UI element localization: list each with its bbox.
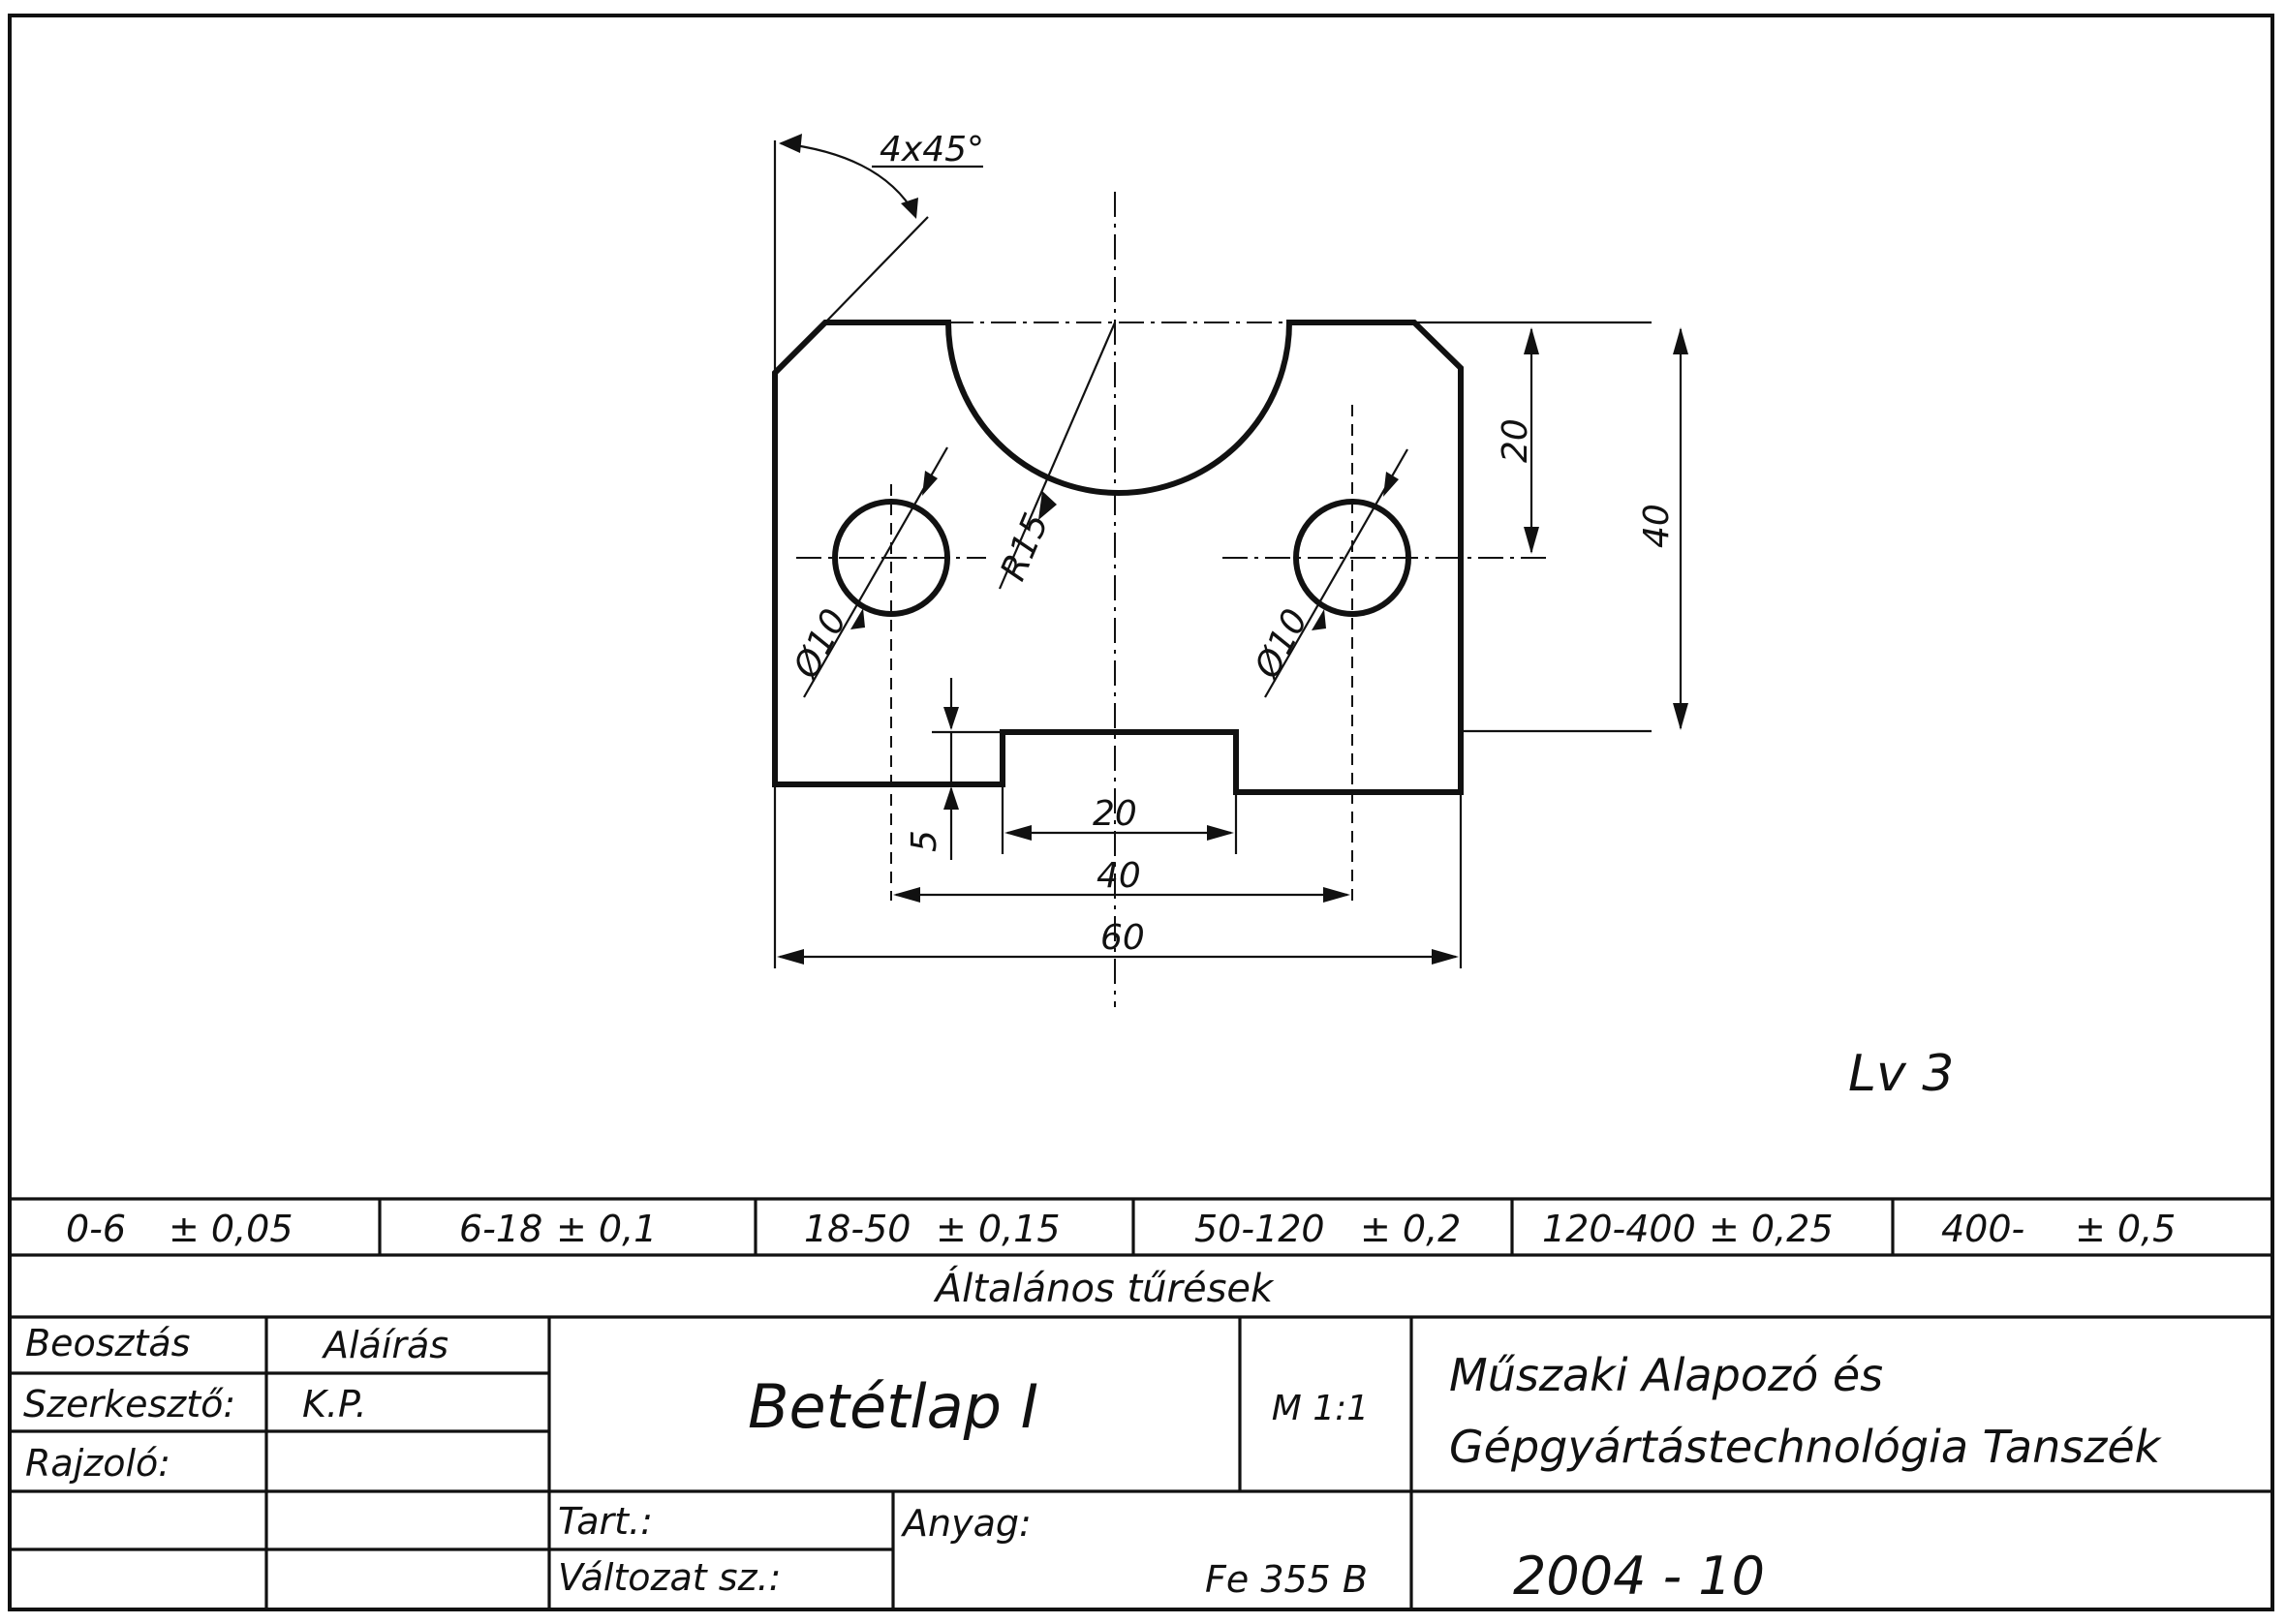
dim-20-v-arrow-top [1524, 327, 1539, 354]
radius-leader [998, 322, 1117, 590]
tolerance-value-6: ± 0,5 [2075, 1208, 2176, 1250]
tb-tart: Tart.: [558, 1500, 653, 1543]
tb-beosztas: Beosztás [25, 1322, 190, 1364]
chamfer-label: 4x45° [880, 130, 984, 169]
hole-left-arrow-1 [922, 471, 938, 496]
dim-40-h-arrow-left [893, 887, 920, 903]
tb-material: Fe 355 B [1205, 1558, 1368, 1601]
part-outline [772, 320, 1464, 795]
dim-5-arrow-bottom [943, 786, 959, 810]
dim-20-v-arrow-bottom [1524, 527, 1539, 554]
dim-5-label: 5 [905, 830, 944, 852]
dim-20-h-label: 20 [1093, 794, 1137, 834]
dim-40-h-arrow-right [1323, 887, 1350, 903]
chamfer-arc [780, 141, 916, 216]
tb-drawing-title: Betétlap I [748, 1371, 1038, 1442]
tb-department-line1: Műszaki Alapozó és [1449, 1349, 1883, 1401]
chamfer-leader [824, 216, 929, 323]
tb-anyag: Anyag: [900, 1502, 1032, 1545]
dim-20-h-arrow-left [1004, 825, 1032, 841]
dim-20-v-label: 20 [1496, 418, 1535, 463]
tolerance-value-1: ± 0,05 [169, 1208, 293, 1250]
dim-5-arrow-top [943, 707, 959, 730]
hole-right-label: Ø10 [1247, 603, 1316, 687]
tb-date: 2004 - 10 [1513, 1546, 1765, 1607]
chamfer-arrow-1 [779, 134, 802, 153]
tolerance-range-2: 6-18 [459, 1208, 542, 1250]
tb-szerkeszto: Szerkesztő: [23, 1383, 235, 1425]
hole-left-label: Ø10 [786, 603, 855, 687]
tb-scale: M 1:1 [1272, 1389, 1369, 1428]
sheet-code: Lv 3 [1848, 1045, 1954, 1103]
tolerance-value-4: ± 0,2 [1360, 1208, 1461, 1250]
tb-department-line2: Gépgyártástechnológia Tanszék [1449, 1421, 2163, 1473]
sheet-frame [8, 14, 2274, 1611]
chamfer-arrow-2 [901, 198, 918, 219]
tb-valtozat: Változat sz.: [558, 1556, 781, 1599]
dim-60-arrow-right [1432, 949, 1459, 965]
hole-right-leader [1264, 448, 1408, 698]
radius-arrow [1038, 491, 1057, 520]
tolerance-range-5: 120-400 [1542, 1208, 1696, 1250]
tolerance-range-6: 400- [1941, 1208, 2024, 1250]
dim-60-label: 60 [1100, 918, 1145, 958]
dim-40-v-label: 40 [1637, 504, 1677, 548]
tolerance-range-3: 18-50 [804, 1208, 911, 1250]
tolerance-value-3: ± 0,15 [936, 1208, 1061, 1250]
tolerance-range-4: 50-120 [1194, 1208, 1325, 1250]
dim-40-v-arrow-top [1673, 327, 1688, 354]
tolerance-range-1: 0-6 [66, 1208, 126, 1250]
dim-40-v-arrow-bottom [1673, 703, 1688, 730]
tb-szerkeszto-value: K.P. [302, 1383, 367, 1425]
dim-60-arrow-left [777, 949, 804, 965]
radius-label: R15 [994, 507, 1057, 586]
tb-rajzolo: Rajzoló: [25, 1442, 170, 1485]
tolerance-title: Általános tűrések [933, 1265, 1275, 1311]
hole-right-arrow-2 [1312, 609, 1326, 630]
tolerance-value-5: ± 0,25 [1709, 1208, 1834, 1250]
dim-20-h-arrow-right [1207, 825, 1234, 841]
hole-left-arrow-2 [850, 608, 865, 629]
tb-alairas: Aláírás [321, 1324, 448, 1366]
tolerance-value-2: ± 0,1 [556, 1208, 657, 1250]
dim-40-h-label: 40 [1097, 856, 1141, 896]
hole-right-arrow-1 [1383, 472, 1399, 497]
